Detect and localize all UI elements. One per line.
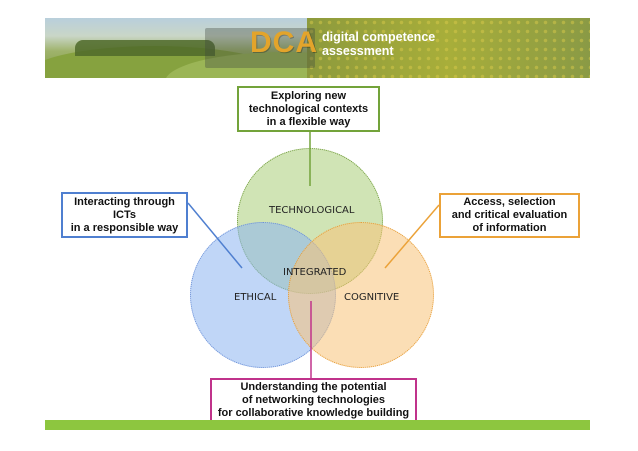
understanding-text: Understanding the potential of networkin… [217, 381, 410, 419]
ethical-label: ETHICAL [234, 292, 277, 303]
cognitive-label: COGNITIVE [344, 292, 400, 303]
integrated-label: INTEGRATED [283, 267, 347, 278]
understanding-box: Understanding the potential of networkin… [210, 378, 417, 423]
banner-trees [75, 40, 215, 56]
header-banner: DCA digital competence assessment [45, 18, 590, 78]
interacting-box: Interacting through ICTs in a responsibl… [61, 192, 188, 238]
dca-logo: DCA [250, 26, 318, 59]
technological-label: TECHNOLOGICAL [269, 205, 355, 216]
banner-field [307, 18, 590, 78]
tagline-line-1: digital competence [322, 30, 436, 44]
tagline-line-2: assessment [322, 44, 394, 58]
access-text: Access, selection and critical evaluatio… [451, 196, 568, 234]
exploring-text: Exploring new technological contexts in … [248, 89, 369, 128]
exploring-box: Exploring new technological contexts in … [237, 86, 380, 132]
logo-backdrop [205, 28, 315, 68]
interacting-text: Interacting through ICTs in a responsibl… [70, 195, 179, 234]
access-box: Access, selection and critical evaluatio… [439, 193, 580, 238]
banner-tagline: digital competence assessment [322, 30, 435, 58]
footer-bar [45, 420, 590, 430]
